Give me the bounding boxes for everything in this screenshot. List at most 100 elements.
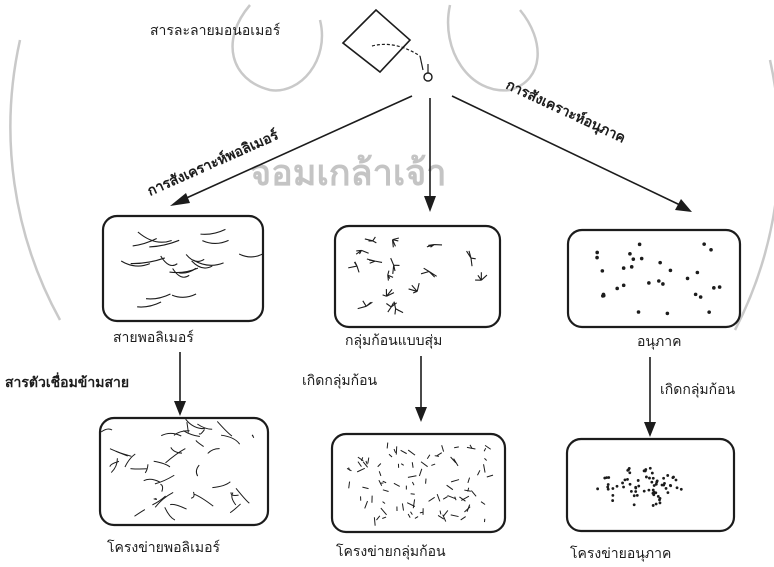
particle-dot — [707, 310, 711, 314]
watermark-ring — [10, 40, 60, 320]
particle-network-dot — [666, 474, 669, 477]
particle-network-dot — [665, 487, 668, 490]
particle-dot — [661, 282, 665, 286]
particle-network-dot — [633, 503, 636, 506]
particle-network-dot — [628, 467, 631, 470]
particle-network-dot — [653, 484, 656, 487]
polymer-network-caption: โครงข่ายพอลิเมอร์ — [107, 539, 221, 556]
particle-network-dot — [648, 489, 651, 492]
watermark-seal-outline — [448, 5, 538, 90]
flask-icon — [343, 10, 432, 81]
particle-network-dot — [654, 491, 657, 494]
cluster-network-strand — [387, 443, 388, 449]
particle-dot — [712, 286, 716, 290]
particle-network-dot — [611, 499, 614, 502]
particle-dot — [669, 269, 673, 273]
particle-network-dot — [629, 483, 632, 486]
particle-network-dot — [637, 485, 640, 488]
particle-network-dot — [643, 490, 646, 493]
particle-network-dot — [663, 482, 666, 485]
particle-network-dot — [611, 487, 614, 490]
particle-network-dot — [596, 487, 599, 490]
watermark-seal-outline — [233, 5, 322, 90]
particle-network-dot — [624, 479, 627, 482]
polymer-chains-caption: สายพอลิเมอร์ — [113, 329, 194, 346]
particle-dot — [658, 261, 662, 265]
particle-dot — [602, 293, 606, 297]
particle-network-dot — [659, 501, 662, 504]
particle-network-dot — [637, 479, 640, 482]
particle-network-dot — [650, 481, 653, 484]
random-clusters-caption: กลุ่มก้อนแบบสุ่ม — [345, 333, 442, 349]
particle-dot — [686, 277, 690, 281]
particle-network-dot — [630, 490, 633, 493]
particle-dot — [694, 293, 698, 297]
particle-dot — [628, 252, 632, 256]
particle-dot — [595, 251, 599, 255]
particle-dot — [638, 243, 642, 247]
step-label-cluster-aggregation: เกิดกลุ่มก้อน — [302, 373, 378, 389]
step-label-crosslinker: สารตัวเชื่อมข้ามสาย — [5, 372, 129, 391]
particle-dot — [718, 285, 722, 289]
cluster-network-caption: โครงข่ายกลุ่มก้อน — [336, 543, 446, 560]
particle-network-dot — [669, 484, 672, 487]
particle-network-dot — [643, 469, 646, 472]
particle-network-dot — [662, 477, 665, 480]
random-clusters-box — [335, 226, 500, 327]
particle-dot — [601, 269, 605, 273]
particle-network-dot — [607, 483, 610, 486]
particle-network-dot — [611, 494, 614, 497]
particle-network-dot — [652, 477, 655, 480]
cluster-network-box — [332, 434, 505, 532]
particle-network-dot — [648, 477, 651, 480]
particle-network-dot — [652, 492, 655, 495]
particle-network-dot — [680, 488, 683, 491]
particle-network-dot — [645, 476, 648, 479]
branch-label-particle: การสังเคราะห์อนุภาค — [503, 76, 628, 146]
particle-dot — [622, 284, 626, 288]
particle-network-dot — [675, 479, 678, 482]
particles-caption: อนุภาค — [637, 334, 681, 350]
cluster-network-strand — [435, 456, 439, 457]
particle-network-dot — [616, 485, 619, 488]
particle-dot — [647, 281, 651, 285]
polymer-network-box — [100, 418, 268, 525]
particle-network-dot — [676, 486, 679, 489]
particle-network-dot — [634, 490, 637, 493]
particle-dot — [615, 287, 619, 291]
particle-network-dot — [622, 486, 625, 489]
particle-network-caption: โครงข่ายอนุภาค — [570, 545, 671, 562]
particle-network-dot — [671, 476, 674, 479]
watermark-center-text: จอมเกล้าเจ้า — [250, 152, 446, 194]
particles-box — [568, 230, 740, 327]
particle-dot — [637, 310, 641, 314]
particle-network-dot — [636, 494, 639, 497]
particle-network-dot — [634, 486, 637, 489]
particle-dot — [640, 257, 644, 261]
particle-network-dot — [661, 484, 664, 487]
particle-network-dot — [633, 494, 636, 497]
particle-network-dot — [656, 480, 659, 483]
particle-dot — [709, 248, 713, 252]
particle-dot — [632, 257, 636, 261]
particle-dot — [657, 279, 661, 283]
particle-dot — [699, 295, 703, 299]
particle-dot — [595, 256, 599, 260]
particle-network-dot — [655, 503, 658, 506]
particle-network-dot — [626, 478, 629, 481]
particle-dot — [666, 312, 670, 316]
source-label: สารละลายมอนอเมอร์ — [150, 22, 281, 39]
arrow-aggregate-particles — [644, 357, 656, 437]
particle-network-dot — [628, 471, 631, 474]
arrow-crosslink — [174, 352, 186, 416]
particle-dot — [622, 266, 626, 270]
cluster-network-strand — [420, 512, 423, 513]
particle-dot — [630, 265, 634, 269]
particle-network-dot — [651, 472, 654, 475]
particle-dot — [696, 271, 700, 275]
particle-network-dot — [606, 486, 609, 489]
particle-network-dot — [605, 476, 608, 479]
particle-network-dot — [652, 489, 655, 492]
